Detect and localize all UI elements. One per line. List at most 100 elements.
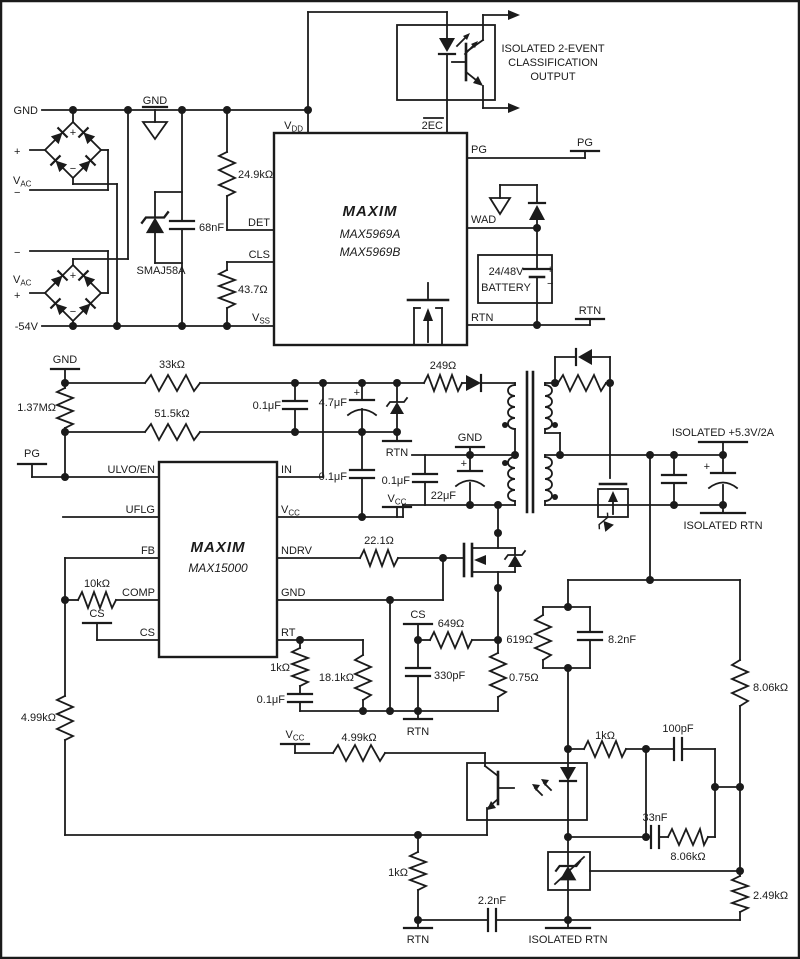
terminal-isolated-5v3: ISOLATED +5.3V/2A: [672, 427, 775, 456]
maxim-logo-1: MAXIM: [343, 203, 398, 220]
phase-dot: [552, 494, 558, 500]
resistor-1k-rt-label: 1kΩ: [270, 662, 290, 674]
terminal-isolated-rtn-out: ISOLATED RTN: [683, 504, 763, 532]
pin-comp: COMP: [122, 587, 155, 599]
chip-max5969: MAXIM MAX5969A MAX5969B DET CLS VSS VDD …: [248, 117, 496, 347]
pin-pg: PG: [471, 144, 487, 156]
terminal-isolated-5v3-label: ISOLATED +5.3V/2A: [672, 427, 775, 439]
battery-voltage: 24/48V: [489, 266, 525, 278]
resistor-1k-bottom-label: 1kΩ: [388, 867, 408, 879]
capacitor-0.1uF-rt-label: 0.1μF: [257, 694, 286, 706]
iso-output-line2: CLASSIFICATION: [508, 57, 598, 69]
pin-cs: CS: [140, 627, 155, 639]
pin-2ec: 2EC: [422, 120, 443, 132]
terminal-rtn-right: RTN: [574, 305, 606, 326]
bridge1-plus: +: [70, 127, 76, 139]
capacitor-0.1uF-bias-label: 0.1μF: [382, 475, 411, 487]
capacitor-22uF: + 22μF: [431, 458, 486, 502]
resistor-1.37M: 1.37MΩ: [17, 386, 76, 430]
capacitor-33nF: 33nF: [642, 812, 668, 850]
terminal-cs-left-label: CS: [89, 608, 104, 620]
chip-max15000: MAXIM MAX15000 ULVO/EN UFLG FB COMP CS I…: [108, 460, 313, 659]
optocoupler-top: ISOLATED 2-EVENT CLASSIFICATION OUTPUT: [396, 10, 605, 113]
capacitor-0.1uF-vcc: 0.1μF: [319, 468, 376, 483]
capacitor-2.2nF-label: 2.2nF: [478, 895, 506, 907]
tvs-smaj58a: SMAJ58A: [137, 211, 186, 277]
snubber-diode: [574, 347, 592, 367]
neg54-rail-label: -54V: [15, 321, 39, 333]
capacitor-2.2nF: 2.2nF: [478, 895, 506, 933]
pin-in: IN: [281, 464, 292, 476]
capacitor-22uF-plus: +: [461, 458, 467, 470]
resistor-1k-bottom: 1kΩ: [388, 850, 429, 892]
resistor-649: 649Ω: [428, 618, 474, 651]
pin-det: DET: [248, 217, 270, 229]
mosfet-sync-rectifier: [594, 482, 629, 535]
capacitor-output-bulk: +: [704, 461, 739, 490]
capacitor-0.1uF-bias: 0.1μF: [382, 472, 439, 487]
resistor-249-label: 249Ω: [430, 360, 457, 372]
resistor-33k: 33kΩ: [143, 359, 202, 393]
bridge-rectifier-2: + − − VAC +: [13, 247, 101, 321]
resistor-18.1k-label: 18.1kΩ: [319, 672, 354, 684]
resistor-10k-label: 10kΩ: [84, 578, 110, 590]
resistor-8.06k-upper-label: 8.06kΩ: [753, 682, 788, 694]
resistor-249: 249Ω: [422, 360, 464, 394]
resistor-22.1-label: 22.1Ω: [364, 535, 394, 547]
capacitor-4.7uF-label: 4.7μF: [319, 397, 348, 409]
pin-uflg: UFLG: [126, 504, 155, 516]
terminal-rtn-bottom-label: RTN: [407, 934, 429, 946]
chip1-name-a: MAX5969A: [340, 227, 401, 241]
terminal-rtn-mid: RTN: [381, 439, 413, 459]
resistor-51.5k: 51.5kΩ: [143, 408, 202, 442]
terminal-rtn-sense-label: RTN: [407, 726, 429, 738]
capacitor-22uF-label: 22μF: [431, 490, 457, 502]
terminal-pg-left: PG: [16, 448, 48, 466]
resistor-4.99k-opto: 4.99kΩ: [331, 732, 387, 764]
maxim-logo-2: MAXIM: [191, 539, 246, 556]
resistor-1k-rt: 1kΩ: [270, 646, 311, 688]
optocoupler-feedback: [466, 748, 588, 838]
wires: [29, 11, 741, 921]
iso-output-line1: ISOLATED 2-EVENT: [501, 43, 604, 55]
vac2-plus: +: [14, 290, 20, 302]
vac1-minus: −: [14, 187, 20, 199]
capacitor-33nF-label: 33nF: [642, 812, 667, 824]
resistor-43.7-label: 43.7Ω: [238, 284, 268, 296]
terminal-cs-sense-label: CS: [410, 609, 425, 621]
vac1-label: VAC: [13, 175, 32, 189]
phase-dot: [552, 422, 558, 428]
resistor-619: 619Ω: [506, 613, 554, 662]
led-icon: [439, 38, 455, 52]
terminal-vcc-low: VCC: [279, 729, 311, 746]
capacitor-100pF-label: 100pF: [662, 723, 693, 735]
pin-ndrv: NDRV: [281, 545, 313, 557]
resistor-22.1: 22.1Ω: [358, 535, 400, 569]
resistor-43.7: 43.7Ω: [216, 268, 268, 310]
terminal-rtn-right-label: RTN: [579, 305, 601, 317]
pin-vdd: VDD: [284, 120, 303, 134]
resistor-1.37M-label: 1.37MΩ: [17, 402, 56, 414]
capacitor-330pF: 330pF: [404, 666, 465, 682]
internal-mosfet-icon: [406, 282, 450, 345]
resistor-4.99k-opto-label: 4.99kΩ: [341, 732, 376, 744]
transformer: [502, 370, 558, 514]
pin-ulvo-en: ULVO/EN: [108, 464, 156, 476]
capacitor-68nF: 68nF: [168, 219, 224, 234]
terminal-cs-sense: CS: [402, 609, 434, 626]
terminal-gnd-mid-label: GND: [53, 354, 78, 366]
earth-ground-symbol-2: [488, 197, 512, 216]
gnd-rail-label: GND: [14, 105, 39, 117]
capacitor-8.2nF-label: 8.2nF: [608, 634, 636, 646]
resistor-619-label: 619Ω: [506, 634, 533, 646]
capacitor-8.2nF: 8.2nF: [576, 630, 636, 646]
resistor-1k-feedback: 1kΩ: [582, 730, 628, 760]
terminal-gnd-bias: GND: [454, 432, 486, 449]
battery-word: BATTERY: [481, 282, 531, 294]
resistor-51.5k-label: 51.5kΩ: [154, 408, 189, 420]
battery-plus: +: [547, 264, 553, 276]
pin-rt: RT: [281, 627, 296, 639]
iso-output-line3: OUTPUT: [530, 71, 576, 83]
